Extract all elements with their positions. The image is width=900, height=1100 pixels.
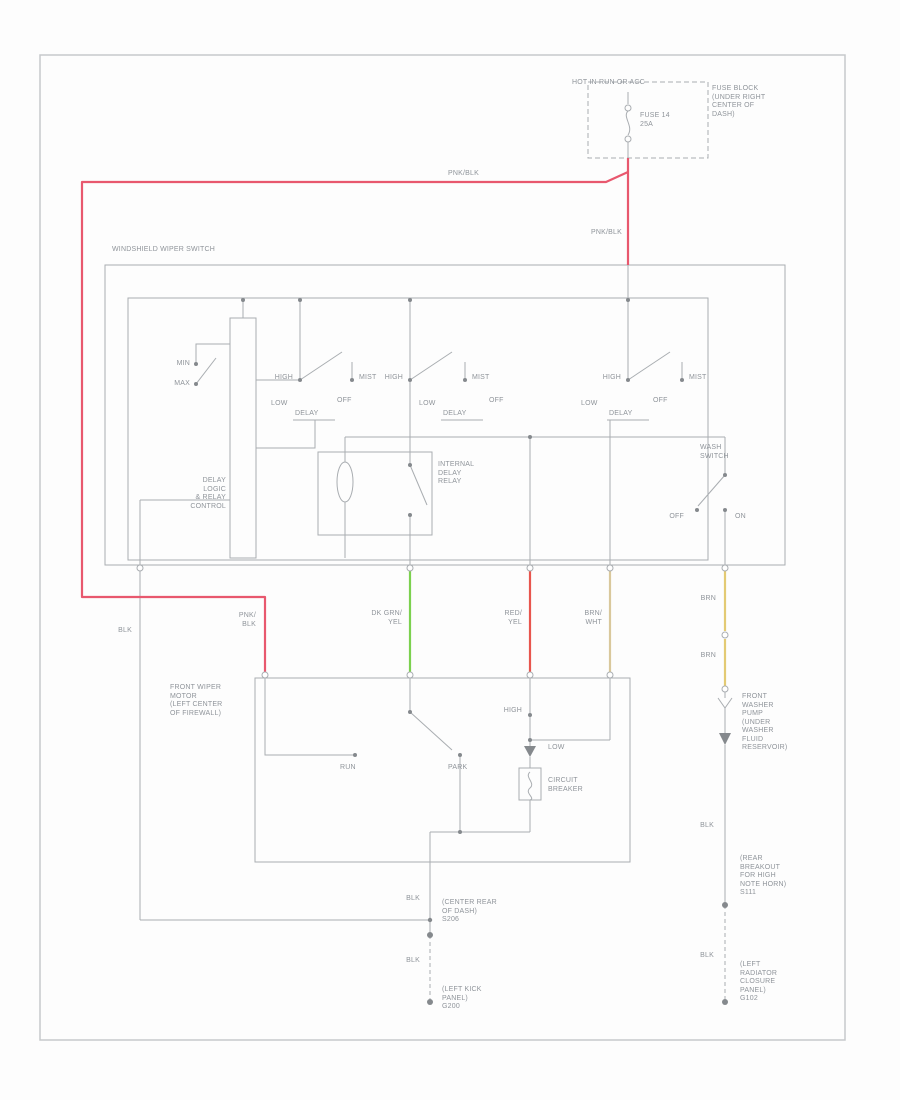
delay-logic-label: DELAY LOGIC & RELAY CONTROL xyxy=(190,477,226,510)
group1-high-label: HIGH xyxy=(274,374,293,381)
brn-upper-label: BRN xyxy=(700,595,716,602)
pnk-blk-mid-label: PNK/ BLK xyxy=(238,612,256,628)
group3-high-label: HIGH xyxy=(602,374,621,381)
park-switch-lever xyxy=(409,711,453,751)
brn-wht-label: BRN/ WHT xyxy=(584,610,602,626)
ground-g200-dot xyxy=(427,999,433,1005)
group1-off-label: OFF xyxy=(337,397,352,404)
red-yel-label: RED/ YEL xyxy=(504,610,522,626)
pump-triangle-symbol xyxy=(719,733,731,745)
delay-logic-box xyxy=(229,317,257,559)
motor-park-label: PARK xyxy=(448,764,468,771)
wiper-motor-box xyxy=(254,677,631,863)
dk-grn-yel-label: DK GRN/ YEL xyxy=(371,610,402,626)
washer-pump-label: FRONT WASHER PUMP (UNDER WASHER FLUID RE… xyxy=(742,693,788,751)
fuse-element xyxy=(625,110,631,136)
inline-connector xyxy=(721,631,729,639)
group2-low-label: LOW xyxy=(419,400,436,407)
page-border xyxy=(39,54,846,1041)
group2-mist-label: MIST xyxy=(472,374,490,381)
wash-switch-lever xyxy=(697,474,726,507)
group2-high-label: HIGH xyxy=(384,374,403,381)
fuse-block-box xyxy=(587,81,709,159)
group1-low-label: LOW xyxy=(271,400,288,407)
circuit-breaker-label: CIRCUIT BREAKER xyxy=(548,777,583,793)
internal-delay-relay-box xyxy=(317,451,433,536)
junction-dots xyxy=(194,298,731,1005)
pnk-blk-wire-main xyxy=(80,170,629,672)
fuse-block-location-label: FUSE BLOCK (UNDER RIGHT CENTER OF DASH) xyxy=(712,85,766,118)
group3-mist-label: MIST xyxy=(689,374,707,381)
connector-circles xyxy=(136,564,729,693)
group3-off-label: OFF xyxy=(653,397,668,404)
splice-s111-dot xyxy=(722,902,728,908)
motor-low-label: LOW xyxy=(548,744,565,751)
switch-lever-1 xyxy=(299,351,343,381)
group2-off-label: OFF xyxy=(489,397,504,404)
group3-delay-label: DELAY xyxy=(609,410,633,417)
delay-max-label: MAX xyxy=(174,380,190,387)
wash-on-label: ON xyxy=(735,513,746,520)
relay-lever xyxy=(409,464,428,506)
switch-lever-3 xyxy=(627,351,671,381)
blk-motor-dash-label: BLK xyxy=(406,957,420,964)
breaker-element xyxy=(527,771,533,801)
pump-ground-label: (LEFT RADIATOR CLOSURE PANEL) G102 xyxy=(740,961,778,1002)
motor-ground-label: (LEFT KICK PANEL) G200 xyxy=(442,986,482,1010)
blk-left-label: BLK xyxy=(118,627,132,634)
blk-pump-label: BLK xyxy=(700,822,714,829)
wash-switch-label: WASH SWITCH xyxy=(700,444,729,460)
wiper-motor-label: FRONT WIPER MOTOR (LEFT CENTER OF FIREWA… xyxy=(170,684,223,717)
wiper-switch-inner-box xyxy=(127,297,709,561)
wiper-switch-title: WINDSHIELD WIPER SWITCH xyxy=(112,246,215,253)
fuse-name-label: FUSE 14 25A xyxy=(640,112,670,128)
splice-s206-dot xyxy=(427,932,433,938)
blk-pump-dash-label: BLK xyxy=(700,952,714,959)
motor-brush-symbol xyxy=(524,746,536,757)
pump-symbol-top xyxy=(717,697,733,709)
switch-lever-2 xyxy=(409,351,453,381)
blk-motor-label: BLK xyxy=(406,895,420,902)
relay-coil xyxy=(336,461,354,503)
pump-splice-label: (REAR BREAKOUT FOR HIGH NOTE HORN) S111 xyxy=(740,855,787,896)
motor-high-label: HIGH xyxy=(503,707,522,714)
group3-low-label: LOW xyxy=(581,400,598,407)
group1-delay-label: DELAY xyxy=(295,410,319,417)
delay-pot-lever xyxy=(195,357,217,385)
ground-g102-dot xyxy=(722,999,728,1005)
internal-delay-relay-label: INTERNAL DELAY RELAY xyxy=(438,461,475,485)
delay-min-label: MIN xyxy=(176,360,190,367)
wiper-switch-box xyxy=(104,264,786,566)
brn-lower-label: BRN xyxy=(700,652,716,659)
group1-mist-label: MIST xyxy=(359,374,377,381)
group2-delay-label: DELAY xyxy=(443,410,467,417)
wash-off-label: OFF xyxy=(669,513,684,520)
motor-run-label: RUN xyxy=(340,764,356,771)
gray-wires xyxy=(139,92,733,1002)
pnk-blk-top-label: PNK/BLK xyxy=(448,170,479,177)
pnk-blk-drop-label: PNK/BLK xyxy=(591,229,622,236)
hot-in-run-label: HOT IN RUN OR ACC xyxy=(572,79,645,86)
motor-splice-label: (CENTER REAR OF DASH) S206 xyxy=(442,899,497,923)
